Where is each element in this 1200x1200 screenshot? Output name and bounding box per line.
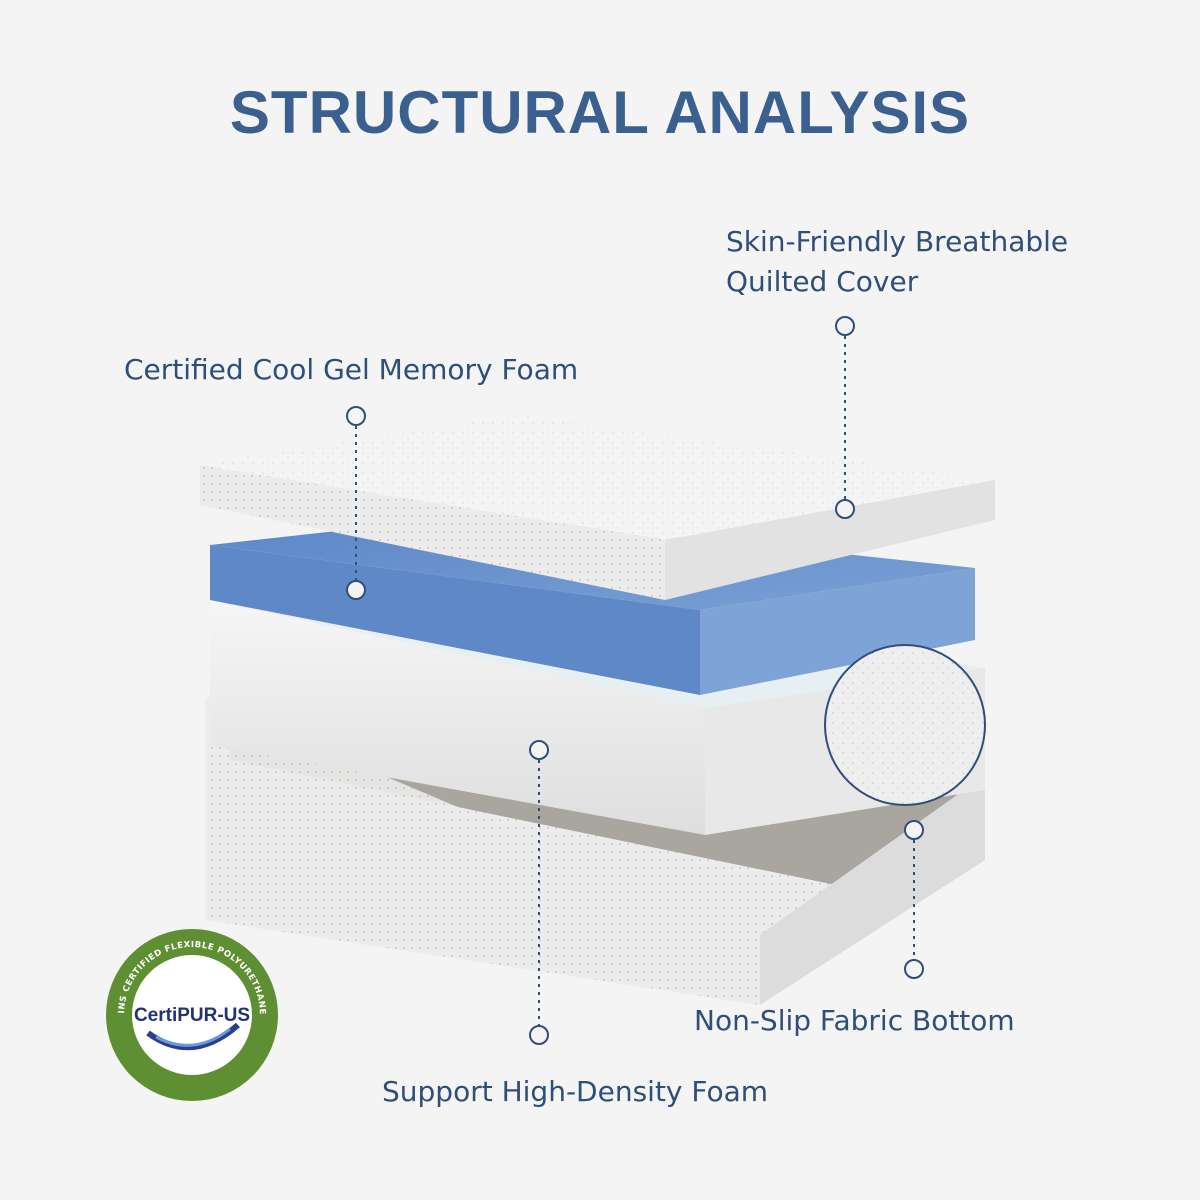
label-gel-memory-foam: Certified Cool Gel Memory Foam — [124, 353, 579, 386]
callout-cover — [835, 316, 855, 519]
callout-gel — [346, 406, 366, 600]
callout-bottom — [904, 820, 924, 979]
label-quilted-cover: Skin-Friendly Breathable Quilted Cover — [726, 225, 1069, 298]
page-title: STRUCTURAL ANALYSIS — [229, 79, 971, 146]
callout-support — [529, 740, 549, 1045]
fabric-detail-magnifier — [824, 644, 986, 806]
label-non-slip-bottom: Non-Slip Fabric Bottom — [694, 1004, 1015, 1037]
label-support-foam: Support High-Density Foam — [382, 1075, 769, 1108]
certipur-us-seal: CONTAINS CERTIFIED FLEXIBLE POLYURETHANE… — [102, 925, 278, 1101]
svg-text:CertiPUR-US: CertiPUR-US — [134, 1005, 250, 1026]
quilted-cover-layer — [200, 415, 995, 600]
